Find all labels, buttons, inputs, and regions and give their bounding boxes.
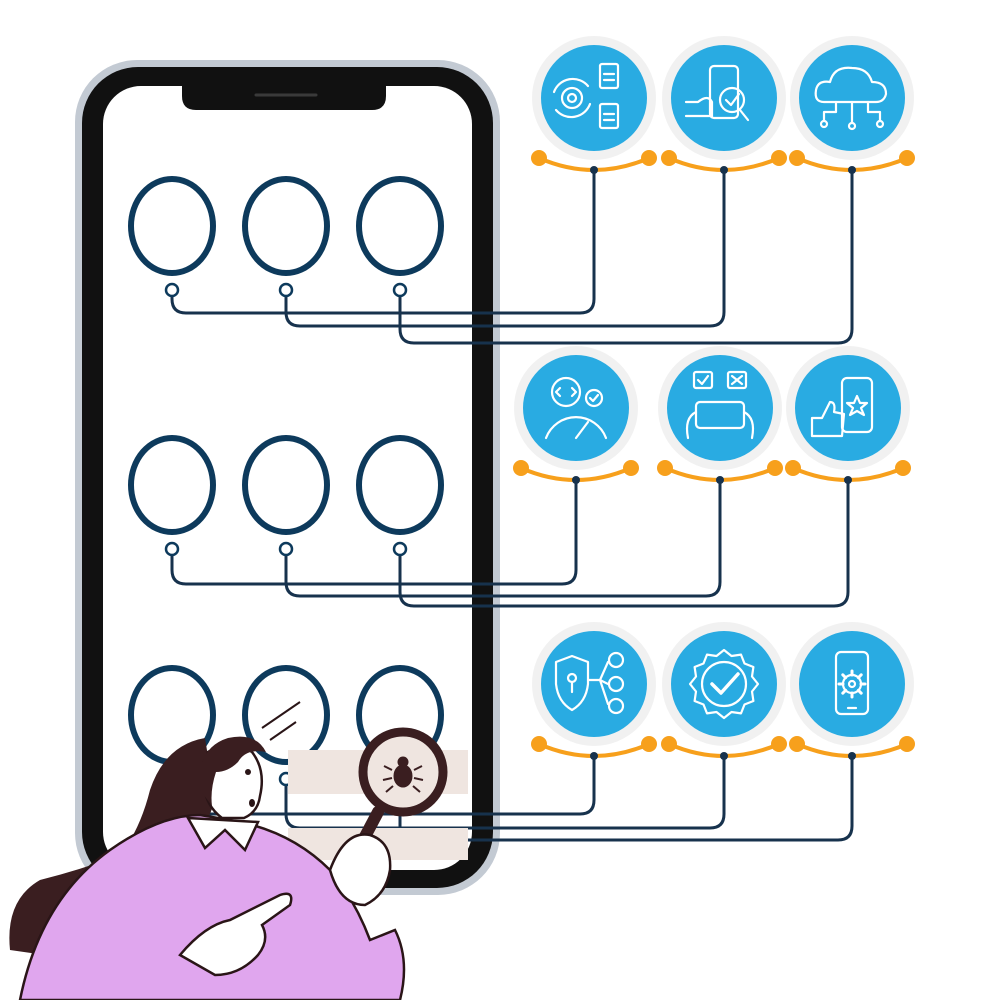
phone-settings-icon xyxy=(789,622,915,760)
app-slots xyxy=(128,176,444,787)
app-slot xyxy=(128,435,216,557)
eye xyxy=(245,769,251,775)
woman-illustration xyxy=(9,701,468,1000)
performance-gauge-icon xyxy=(513,346,639,484)
security-shield-check-icon xyxy=(531,622,657,760)
connector-line xyxy=(170,480,578,586)
app-slot xyxy=(356,176,444,298)
cloud-network-icon xyxy=(789,36,915,174)
hair xyxy=(199,736,266,806)
connector-line xyxy=(398,480,850,608)
connector-line xyxy=(284,480,722,598)
collar xyxy=(185,816,260,853)
connector-line xyxy=(284,756,726,830)
app-slot xyxy=(242,435,330,557)
connector-line xyxy=(398,170,854,345)
app-slot xyxy=(128,176,216,298)
app-slot xyxy=(242,176,330,298)
feature-icons xyxy=(513,36,915,760)
settings-cycle-clipboard-icon xyxy=(531,36,657,174)
quality-badge-icon xyxy=(661,622,787,760)
connector-line xyxy=(170,170,596,315)
bug-icon xyxy=(382,756,424,793)
connector-line xyxy=(284,170,726,328)
holding-hand xyxy=(328,833,392,907)
phone-rating-icon xyxy=(785,346,911,484)
pointing-hand xyxy=(178,892,293,977)
glare-line xyxy=(269,721,297,741)
mouth xyxy=(249,799,255,807)
glare-line xyxy=(261,701,301,729)
app-slot xyxy=(242,665,330,787)
phone-inspection-icon xyxy=(661,36,787,174)
app-slot xyxy=(356,435,444,557)
mobile-game-test-icon xyxy=(657,346,783,484)
shirt xyxy=(18,813,406,1000)
